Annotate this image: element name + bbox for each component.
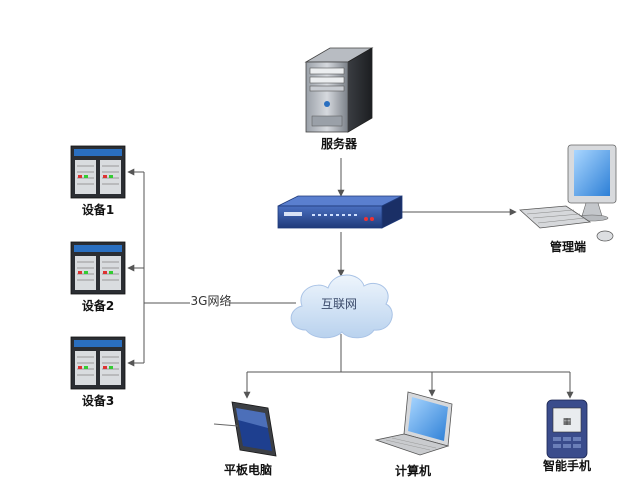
device1-label: 设备1 (82, 202, 114, 217)
tablet-label: 平板电脑 (224, 462, 272, 477)
svg-text:▦: ▦ (563, 417, 572, 427)
router-node (277, 195, 403, 229)
phone-label: 智能手机 (542, 458, 591, 473)
internet-node: 互联网 (290, 274, 393, 339)
network-label: 3G网络 (191, 293, 232, 308)
server-tower-icon (304, 47, 374, 133)
router-icon (277, 195, 403, 229)
device-cabinet-icon (70, 336, 126, 390)
connectors (127, 158, 574, 399)
laptop-icon (374, 391, 453, 456)
device3-node: 设备3 (70, 336, 126, 408)
laptop-node: 计算机 (374, 391, 453, 478)
device-cabinet-icon (70, 145, 126, 199)
smartphone-icon: ▦ (546, 399, 588, 459)
laptop-label: 计算机 (395, 463, 431, 478)
device1-node: 设备1 (70, 145, 126, 217)
phone-node: ▦ 智能手机 (542, 399, 591, 473)
internet-label: 互联网 (321, 297, 357, 311)
cloud-icon (290, 274, 393, 339)
tablet-icon (213, 401, 277, 457)
device2-node: 设备2 (70, 241, 126, 313)
admin-label: 管理端 (550, 239, 586, 254)
network-label-group: 3G网络 (190, 293, 231, 308)
device2-label: 设备2 (82, 298, 114, 313)
server-label: 服务器 (321, 136, 358, 151)
admin-node: 管理端 (519, 144, 617, 254)
device-cabinet-icon (70, 241, 126, 295)
device3-label: 设备3 (82, 393, 114, 408)
server-node: 服务器 (304, 47, 374, 151)
desktop-computer-icon (519, 144, 617, 242)
tablet-node: 平板电脑 (213, 401, 277, 477)
